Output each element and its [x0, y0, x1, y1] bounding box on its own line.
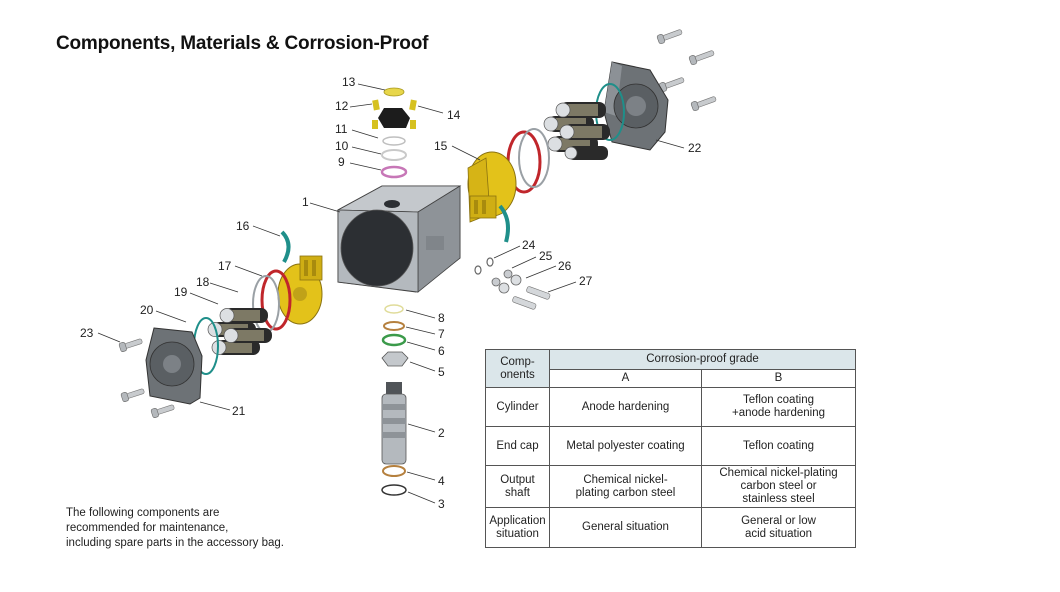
left-bolts [118, 338, 175, 418]
callout-14: 14 [447, 108, 461, 122]
note-line: including spare parts in the accessory b… [66, 537, 284, 549]
output-shaft-stack [381, 304, 409, 496]
page-title: Components, Materials & Corrosion-Proof [56, 33, 429, 54]
callout-24: 24 [522, 238, 536, 252]
right-piston [467, 151, 517, 223]
grade-b-header: B [700, 369, 857, 388]
grade-a-cell: Chemical nickel-plating carbon steel [549, 465, 702, 508]
note-line: recommended for maintenance, [66, 522, 229, 534]
right-guide-band [498, 204, 510, 243]
leader-lines [97, 83, 685, 504]
callout-8: 8 [438, 311, 445, 325]
component-cell: End cap [485, 426, 550, 466]
right-gray-oring [518, 128, 550, 188]
left-end-cap [145, 327, 203, 405]
components-header: Comp- onents [485, 349, 550, 388]
callout-26: 26 [558, 259, 572, 273]
grade-header: Corrosion-proof grade [548, 349, 857, 370]
top-right-bolts [656, 29, 717, 112]
left-red-oring [260, 269, 292, 331]
grade-b-cell: Teflon coating [700, 426, 857, 466]
component-cell: Cylinder [485, 387, 550, 427]
cylinder-housing [336, 185, 462, 293]
callout-5: 5 [438, 365, 445, 379]
callout-23: 23 [80, 326, 94, 340]
maintenance-note: The following components are recommended… [66, 506, 326, 551]
callout-6: 6 [438, 344, 445, 358]
left-piston [277, 255, 323, 325]
callout-12: 12 [335, 99, 349, 113]
right-end-cap [603, 61, 669, 151]
right-spring-pack [543, 102, 610, 160]
callout-27: 27 [579, 274, 593, 288]
grade-a-cell: General situation [549, 507, 702, 548]
note-line: The following components are [66, 507, 220, 519]
callout-9: 9 [338, 155, 345, 169]
callout-16: 16 [236, 219, 250, 233]
table-row: Cylinder Anode hardening Teflon coating+… [485, 387, 857, 427]
callout-17: 17 [218, 259, 232, 273]
callout-7: 7 [438, 327, 445, 341]
callout-21: 21 [232, 404, 246, 418]
callout-18: 18 [196, 275, 210, 289]
grade-a-header: A [549, 369, 702, 388]
callout-3: 3 [438, 497, 445, 511]
callout-labels: 1 2 3 4 5 6 7 8 9 10 11 12 13 14 15 16 1… [80, 75, 702, 511]
top-stack [372, 87, 417, 179]
callout-13: 13 [342, 75, 356, 89]
callout-2: 2 [438, 426, 445, 440]
callout-4: 4 [438, 474, 445, 488]
grade-b-cell: Teflon coating+anode hardening [700, 387, 857, 427]
callout-25: 25 [539, 249, 553, 263]
callout-1: 1 [302, 195, 309, 209]
callout-15: 15 [434, 139, 448, 153]
callout-20: 20 [140, 303, 154, 317]
adjusting-screws [474, 257, 551, 310]
left-guide-band [280, 230, 291, 263]
table-row: End cap Metal polyester coating Teflon c… [485, 426, 857, 466]
callout-11: 11 [335, 122, 348, 136]
left-gray-oring [252, 275, 280, 333]
callout-22: 22 [688, 141, 702, 155]
callout-19: 19 [174, 285, 188, 299]
corrosion-grade-table: Comp- onents Corrosion-proof grade A B C… [485, 349, 857, 548]
callout-10: 10 [335, 139, 349, 153]
grade-a-cell: Anode hardening [549, 387, 702, 427]
grade-a-cell: Metal polyester coating [549, 426, 702, 466]
